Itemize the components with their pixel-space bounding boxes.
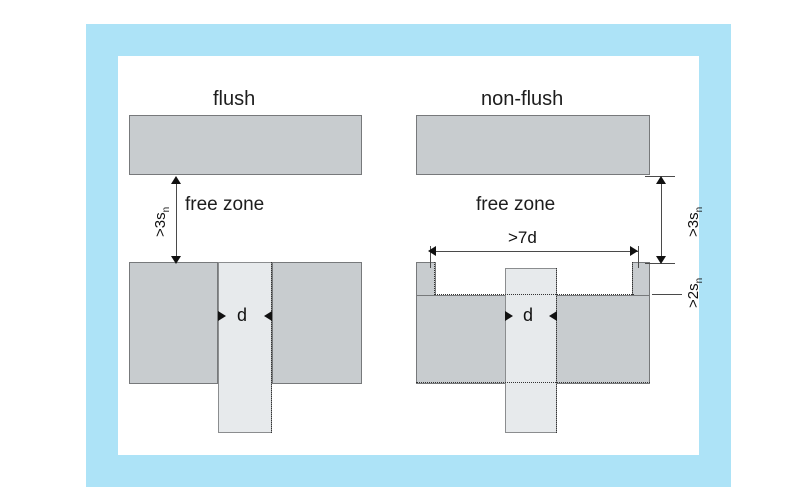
non-flush-sensor-barrel xyxy=(505,268,557,433)
non-flush-width-extension-left xyxy=(430,246,431,268)
flush-mount-block-right xyxy=(272,262,362,384)
non-flush-width-arrow-right-icon xyxy=(630,246,638,256)
non-flush-clearance-label: >3sn xyxy=(685,206,705,237)
non-flush-title: non-flush xyxy=(481,88,564,110)
flush-clearance-arrow-down-icon xyxy=(171,256,181,264)
non-flush-diameter-arrow-right-icon xyxy=(505,311,513,321)
non-flush-upper-block xyxy=(416,115,650,175)
non-flush-width-extension-right xyxy=(638,246,639,268)
flush-clearance-arrow-up-icon xyxy=(171,176,181,184)
flush-diameter-arrow-right-icon xyxy=(218,311,226,321)
non-flush-clearance-arrow-down-icon xyxy=(656,256,666,264)
flush-diameter-label: d xyxy=(237,305,248,325)
flush-clearance-label: >3sn xyxy=(152,206,172,237)
non-flush-block-bottom-hidden-edge xyxy=(416,382,650,383)
flush-free-zone-label: free zone xyxy=(185,194,265,215)
flush-sensor-hidden-edge xyxy=(271,262,272,433)
non-flush-free-zone-label: free zone xyxy=(476,194,556,215)
non-flush-clearance-dimension-line xyxy=(661,178,662,262)
non-flush-recess-depth-label: >2sn xyxy=(685,277,705,308)
non-flush-diameter-label: d xyxy=(523,305,534,325)
non-flush-recess-tick-bottom xyxy=(652,294,682,295)
non-flush-recess-right-hidden-edge xyxy=(632,262,633,295)
flush-diameter-arrow-left-icon xyxy=(264,311,272,321)
non-flush-recess-left-hidden-edge xyxy=(434,262,435,295)
non-flush-recess-floor-hidden-edge xyxy=(434,294,634,295)
non-flush-width-label: >7d xyxy=(508,228,537,247)
non-flush-width-arrow-left-icon xyxy=(428,246,436,256)
flush-clearance-dimension-line xyxy=(176,178,177,262)
flush-mount-block-left xyxy=(129,262,218,384)
flush-title: flush xyxy=(213,88,256,110)
flush-upper-block xyxy=(129,115,362,175)
non-flush-clearance-arrow-up-icon xyxy=(656,176,666,184)
non-flush-diameter-arrow-left-icon xyxy=(549,311,557,321)
non-flush-sensor-hidden-edge xyxy=(556,268,557,433)
non-flush-width-dimension-line xyxy=(430,251,638,252)
flush-sensor-barrel xyxy=(218,262,272,433)
